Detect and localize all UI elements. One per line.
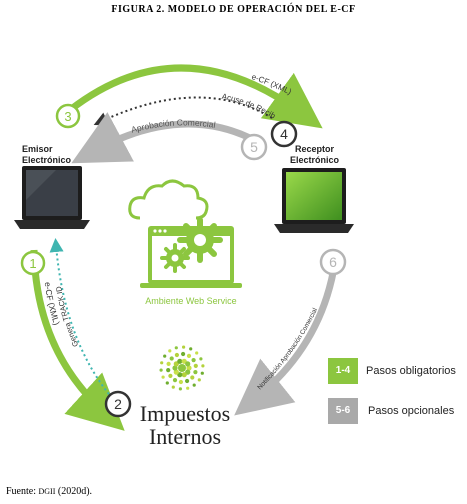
svg-text:4: 4 xyxy=(280,126,288,142)
receptor-laptop-icon xyxy=(274,168,354,233)
label-acuse: Acuse de Recibo xyxy=(0,0,277,121)
gray-arc-aprobacion xyxy=(71,112,252,164)
svg-text:5: 5 xyxy=(250,139,258,155)
svg-text:2: 2 xyxy=(114,396,122,412)
step-6: 6 xyxy=(319,248,347,276)
legend-box-opcionales: 5-6 xyxy=(328,398,358,424)
svg-text:1: 1 xyxy=(29,256,36,271)
label-aprobacion: Aprobación Comercial xyxy=(130,117,216,134)
emisor-laptop-icon xyxy=(14,166,90,229)
source-note: Fuente: DGII (2020d). xyxy=(6,486,93,497)
step-4: 4 xyxy=(270,120,298,148)
legend-text-obligatorios: Pasos obligatorios xyxy=(366,365,456,377)
step-3: 3 xyxy=(55,103,81,129)
gray-arc-right xyxy=(234,261,339,416)
impuestos-logo-icon xyxy=(159,345,205,391)
svg-text:6: 6 xyxy=(329,254,337,270)
step-2: 2 xyxy=(104,390,132,418)
legend-text-opcionales: Pasos opcionales xyxy=(368,405,455,417)
legend-item-obligatorios: 1-4 Pasos obligatorios xyxy=(328,358,456,384)
cloud-icon xyxy=(128,179,209,220)
green-arc-top xyxy=(67,64,323,129)
step-5: 5 xyxy=(240,133,268,161)
figure-title: FIGURA 2. MODELO DE OPERACIÓN DEL E-CF xyxy=(111,4,356,15)
step-1: 1 xyxy=(20,250,46,276)
legend-item-opcionales: 5-6 Pasos opcionales xyxy=(328,398,456,424)
svg-text:3: 3 xyxy=(64,109,71,124)
gear-icon xyxy=(160,217,223,273)
legend: 1-4 Pasos obligatorios 5-6 Pasos opciona… xyxy=(328,358,456,424)
ambiente-label: Ambiente Web Service xyxy=(145,296,237,306)
label-notificacion: Notificación Aprobación Comercial xyxy=(256,307,319,392)
legend-box-obligatorios: 1-4 xyxy=(328,358,358,384)
